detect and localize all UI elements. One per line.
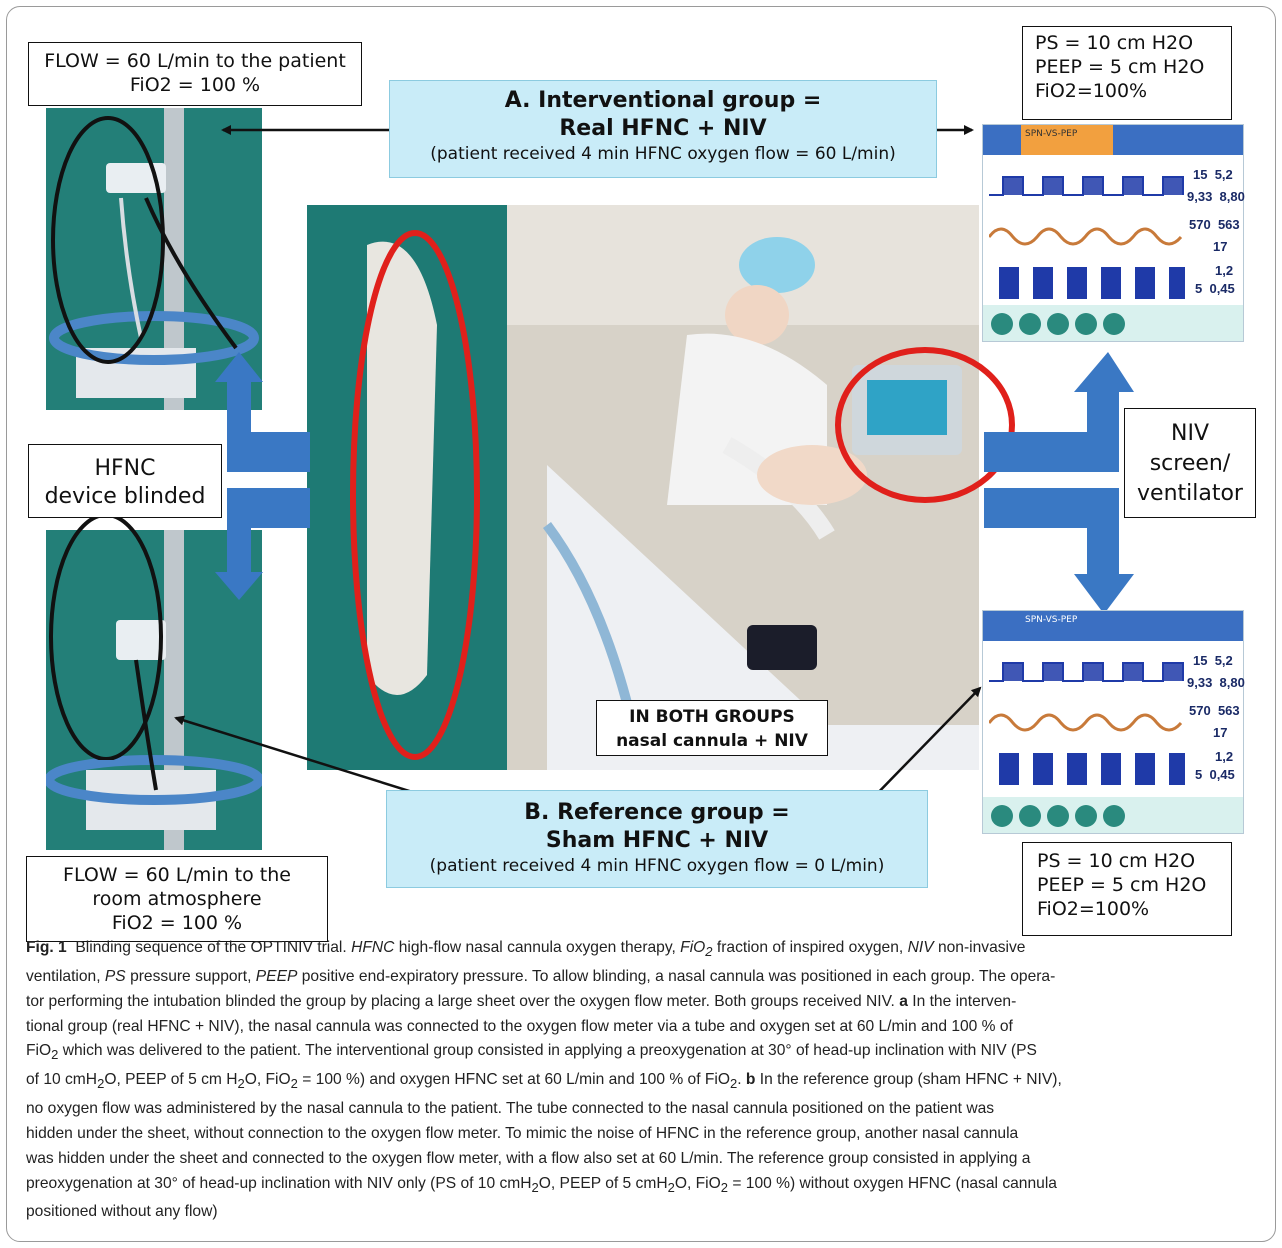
group-b-title: B. Reference group = — [524, 800, 790, 825]
group-a-subtitle: Real HFNC + NIV — [559, 116, 767, 141]
caption-line-1: Fig. 1 Blinding sequence of the OPTINIV … — [26, 939, 1026, 960]
caption-line-5: FiO2 which was delivered to the patient.… — [26, 1042, 1037, 1063]
blinding-sheet-highlight — [350, 230, 480, 760]
both-groups-box: IN BOTH GROUPS nasal cannula + NIV — [596, 700, 828, 756]
caption-line-8: hidden under the sheet, without connecti… — [26, 1124, 1019, 1142]
niv-ventilator-box: NIV screen/ ventilator — [1124, 408, 1256, 518]
left-blue-arrows — [215, 352, 310, 600]
hfnc-device-photo-top — [46, 108, 262, 410]
caption-line-10: preoxygenation at 30° of head-up inclina… — [26, 1174, 1057, 1195]
right-blue-arrows — [984, 352, 1134, 614]
caption-line-9: was hidden under the sheet and connected… — [26, 1149, 1031, 1167]
group-a-box: A. Interventional group = Real HFNC + NI… — [389, 80, 937, 178]
group-b-subtitle: Sham HFNC + NIV — [545, 828, 769, 853]
caption-line-11: positioned without any flow) — [26, 1203, 218, 1221]
group-b-detail: (patient received 4 min HFNC oxygen flow… — [429, 856, 885, 876]
group-a-title: A. Interventional group = — [504, 88, 822, 113]
ventilator-monitor-top: SPN-VS-PEP 15 5,2 9,33 8,80 570 563 17 1… — [982, 124, 1245, 342]
caption-line-3: tor performing the intubation blinded th… — [26, 992, 1017, 1010]
monitor-mode-bottom: SPN-VS-PEP — [1025, 615, 1078, 625]
patient-scene-photo — [307, 205, 979, 770]
hfnc-blinded-box: HFNC device blinded — [28, 444, 222, 518]
ps-top-box: PS = 10 cm H2O PEEP = 5 cm H2O FiO2=100% — [1022, 26, 1232, 120]
flow-room-box: FLOW = 60 L/min to the room atmosphere F… — [26, 856, 328, 942]
caption-line-4: tional group (real HFNC + NIV), the nasa… — [26, 1017, 1013, 1035]
monitor-mode: SPN-VS-PEP — [1025, 129, 1078, 139]
caption-line-6: of 10 cmH2O, PEEP of 5 cm H2O, FiO2 = 10… — [26, 1071, 1062, 1092]
figure-caption: Fig. 1 Blinding sequence of the OPTINIV … — [26, 936, 1262, 1225]
flow-patient-box: FLOW = 60 L/min to the patient FiO2 = 10… — [28, 42, 362, 106]
caption-line-7: no oxygen flow was administered by the n… — [26, 1100, 995, 1118]
caption-line-2: ventilation, PS pressure support, PEEP p… — [26, 967, 1056, 985]
ventilator-monitor-bottom: SPN-VS-PEP 15 5,2 9,33 8,80 570 563 17 1… — [982, 610, 1245, 834]
figure-label: Fig. 1 — [26, 939, 67, 956]
ps-bottom-box: PS = 10 cm H2O PEEP = 5 cm H2O FiO2=100% — [1022, 842, 1232, 936]
figure-frame — [6, 6, 1276, 1242]
group-b-box: B. Reference group = Sham HFNC + NIV (pa… — [386, 790, 928, 888]
group-a-detail: (patient received 4 min HFNC oxygen flow… — [430, 144, 896, 164]
ventilator-screen-highlight — [835, 347, 1015, 503]
